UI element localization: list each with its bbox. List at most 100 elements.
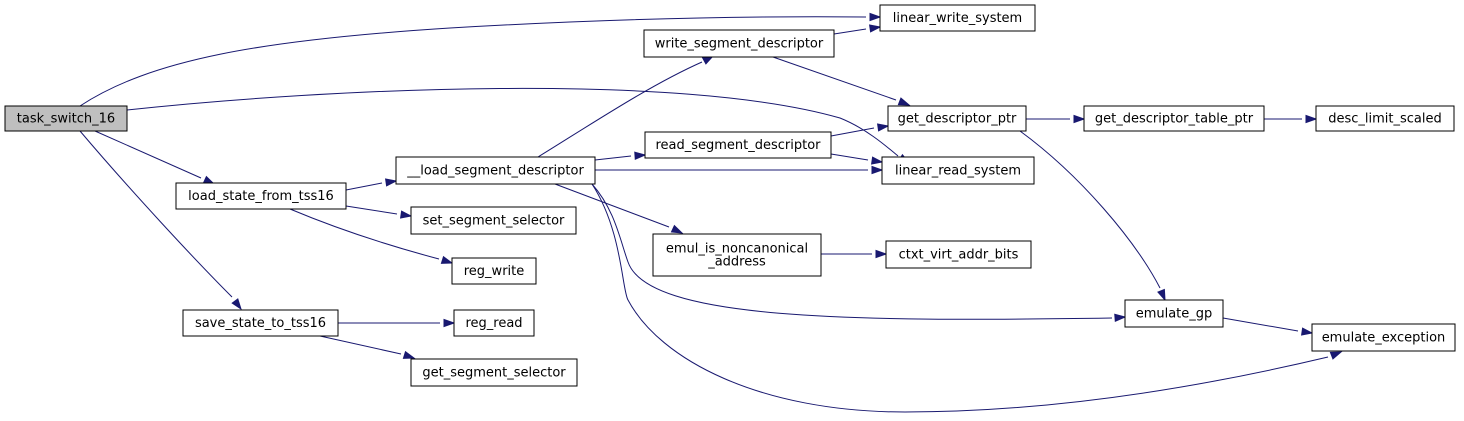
node-emulate-gp[interactable]: emulate_gp <box>1124 299 1224 328</box>
node-write-segment-descriptor[interactable]: write_segment_descriptor <box>643 29 835 58</box>
arrowhead <box>440 255 454 264</box>
node-label: task_switch_16 <box>17 111 115 126</box>
arrowhead <box>670 224 684 234</box>
edge-__load_segment_descriptor-to-emulate_exception <box>591 183 1343 413</box>
edge-line <box>594 155 632 161</box>
node-ctxt-virt-addr-bits[interactable]: ctxt_virt_addr_bits <box>885 240 1032 269</box>
edge-read_segment_descriptor-to-get_descriptor_ptr <box>830 123 890 137</box>
node-emul-is-noncanonical-address[interactable]: emul_is_noncanonical_address <box>652 233 822 277</box>
node-box <box>182 309 339 337</box>
node-box <box>410 206 577 235</box>
arrowhead <box>871 165 884 175</box>
node-box <box>395 156 596 185</box>
node-box <box>879 4 1036 32</box>
node-label: load_state_from_tss16 <box>188 189 334 204</box>
node-linear-write-system[interactable]: linear_write_system <box>879 4 1036 32</box>
node-label: __load_segment_descriptor <box>406 163 584 178</box>
node-set-segment-selector[interactable]: set_segment_selector <box>410 206 577 235</box>
node-label: get_descriptor_ptr <box>898 111 1017 126</box>
node-desc-limit-scaled[interactable]: desc_limit_scaled <box>1315 105 1455 132</box>
edge-line <box>833 28 867 35</box>
edge-line <box>79 130 233 298</box>
node-box <box>1311 323 1456 352</box>
arrowhead <box>1301 327 1314 336</box>
node-read-segment-descriptor[interactable]: read_segment_descriptor <box>644 131 832 159</box>
node-save-state-to-tss16[interactable]: save_state_to_tss16 <box>182 309 339 337</box>
arrowhead <box>231 298 242 311</box>
node-linear-read-system[interactable]: linear_read_system <box>881 156 1035 185</box>
edge-line <box>1222 317 1299 332</box>
node-box <box>643 29 835 58</box>
edge-line <box>319 335 402 355</box>
edge-line <box>345 205 398 215</box>
node-label: read_segment_descriptor <box>655 138 821 153</box>
edge-__load_segment_descriptor-to-linear_read_system <box>595 165 884 175</box>
node-reg-write[interactable]: reg_write <box>451 257 537 285</box>
edge-load_state_from_tss16-to-reg_write <box>289 208 454 264</box>
node-label: emul_is_noncanonical_address <box>666 241 808 269</box>
arrowhead <box>869 24 882 33</box>
node-label: save_state_to_tss16 <box>195 316 326 331</box>
node-box <box>4 105 128 132</box>
arrowhead <box>385 178 398 187</box>
edge-task_switch_16-to-linear_write_system <box>79 12 882 107</box>
nodes-layer: task_switch_16 load_state_from_tss16 save_… <box>4 4 1456 387</box>
arrowhead <box>871 156 884 165</box>
arrowhead <box>1305 114 1318 124</box>
edge-line <box>289 208 440 260</box>
edge-line <box>554 183 670 228</box>
edge-line <box>345 182 383 191</box>
edge-line <box>126 87 899 157</box>
edge-get_descriptor_table_ptr-to-desc_limit_scaled <box>1264 114 1318 124</box>
node-label: get_segment_selector <box>422 365 566 380</box>
edge-line <box>79 16 867 107</box>
node-label: set_segment_selector <box>423 213 565 228</box>
node-reg-read[interactable]: reg_read <box>453 309 535 337</box>
edge-line <box>591 183 1329 413</box>
node-box <box>652 233 822 277</box>
arrowhead <box>1157 288 1166 302</box>
node-label: emulate_exception <box>1322 330 1446 345</box>
node-label: write_segment_descriptor <box>655 36 824 51</box>
node-emulate-exception[interactable]: emulate_exception <box>1311 323 1456 352</box>
edge-get_descriptor_ptr-to-emulate_gp <box>1019 130 1166 302</box>
arrowhead <box>1329 351 1343 360</box>
edge-line <box>830 127 875 137</box>
arrowhead <box>402 350 416 359</box>
node-label: linear_read_system <box>895 163 1021 178</box>
edge-line <box>591 183 1113 320</box>
node-box <box>885 240 1032 269</box>
node-load-segment-descriptor[interactable]: __load_segment_descriptor <box>395 156 596 185</box>
edge-__load_segment_descriptor-to-read_segment_descriptor <box>594 151 647 161</box>
node-get-descriptor-table-ptr[interactable]: get_descriptor_table_ptr <box>1083 105 1265 132</box>
edges-layer <box>79 12 1343 413</box>
node-label: get_descriptor_table_ptr <box>1095 111 1254 126</box>
arrowhead <box>1073 114 1086 124</box>
node-label: desc_limit_scaled <box>1328 111 1442 126</box>
node-load-state-from-tss16[interactable]: load_state_from_tss16 <box>175 182 347 210</box>
edge-line <box>1019 130 1161 289</box>
arrowhead <box>877 123 890 132</box>
node-get-segment-selector[interactable]: get_segment_selector <box>410 358 578 387</box>
edge-emul_is_noncanonical_address-to-ctxt_virt_addr_bits <box>821 249 888 259</box>
node-box <box>644 131 832 159</box>
edge-line <box>537 61 703 158</box>
edge-load_state_from_tss16-to-__load_segment_descriptor <box>345 178 398 191</box>
node-box <box>1083 105 1265 132</box>
edge-write_segment_descriptor-to-linear_write_system <box>833 24 882 35</box>
edge-load_state_from_tss16-to-set_segment_selector <box>345 205 413 219</box>
node-box <box>1124 299 1224 328</box>
arrowhead <box>869 12 882 22</box>
node-get-descriptor-ptr[interactable]: get_descriptor_ptr <box>887 105 1027 132</box>
node-box <box>175 182 347 210</box>
edge-__load_segment_descriptor-to-emul_is_noncanonical_address <box>554 183 684 234</box>
node-label: reg_read <box>465 316 522 331</box>
arrowhead <box>400 210 413 219</box>
node-task-switch-16[interactable]: task_switch_16 <box>4 105 128 132</box>
edge-line <box>94 130 202 179</box>
arrowhead <box>1114 313 1127 322</box>
node-box <box>453 309 535 337</box>
edge-read_segment_descriptor-to-linear_read_system <box>830 153 884 165</box>
edge-line <box>830 153 869 161</box>
